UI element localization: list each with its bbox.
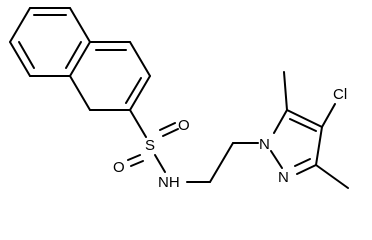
double-bond-c3-n2 [294, 158, 311, 167]
bond-c3-n2 [296, 164, 317, 175]
bond [129, 41, 151, 77]
pyrazole-ring: N N [259, 109, 323, 186]
methyl-bond-c5 [283, 71, 288, 111]
double-bond-s-o [130, 160, 144, 167]
oxygen-atom-bottom: O [113, 159, 125, 176]
bond [129, 75, 151, 111]
double-bond-s-o [162, 128, 179, 137]
bond [69, 41, 91, 77]
bond-c4-cl [321, 103, 336, 128]
bond [69, 7, 91, 43]
bond-n1-c5 [273, 109, 288, 134]
sulfur-atom: S [145, 137, 155, 154]
naphthalene-left-ring [9, 7, 91, 77]
double-bond-s-o [127, 154, 141, 161]
bond-ch2-ch2 [209, 142, 234, 183]
ethyl-linker: NH [158, 142, 259, 191]
bond-c4-c3 [315, 126, 323, 166]
n1-atom: N [259, 136, 270, 153]
bond [69, 75, 91, 111]
double-bond-c5-c4 [289, 118, 317, 132]
double-bond [125, 77, 142, 104]
naphthalene-right-ring [69, 41, 151, 111]
oxygen-atom-top: O [178, 117, 190, 134]
methyl-bond-c3 [315, 164, 349, 189]
bond-c-s [129, 109, 147, 138]
bond-n2-n1 [270, 150, 283, 169]
n2-atom: N [278, 169, 289, 186]
bond-s-n [154, 154, 166, 173]
molecule-diagram: S O O NH N N Cl [9, 7, 349, 191]
bond-c5-c4 [286, 109, 323, 128]
double-bond-s-o [159, 122, 176, 131]
sulfonyl-group: S O O [113, 109, 190, 176]
nh-atom: NH [158, 174, 180, 191]
chlorine-atom: Cl [333, 86, 347, 103]
double-bond [18, 41, 35, 69]
bond [9, 7, 31, 43]
structure-svg: S O O NH N N Cl [9, 7, 349, 191]
double-bond [65, 41, 82, 69]
bond [9, 41, 31, 77]
substituents: Cl [283, 71, 349, 189]
